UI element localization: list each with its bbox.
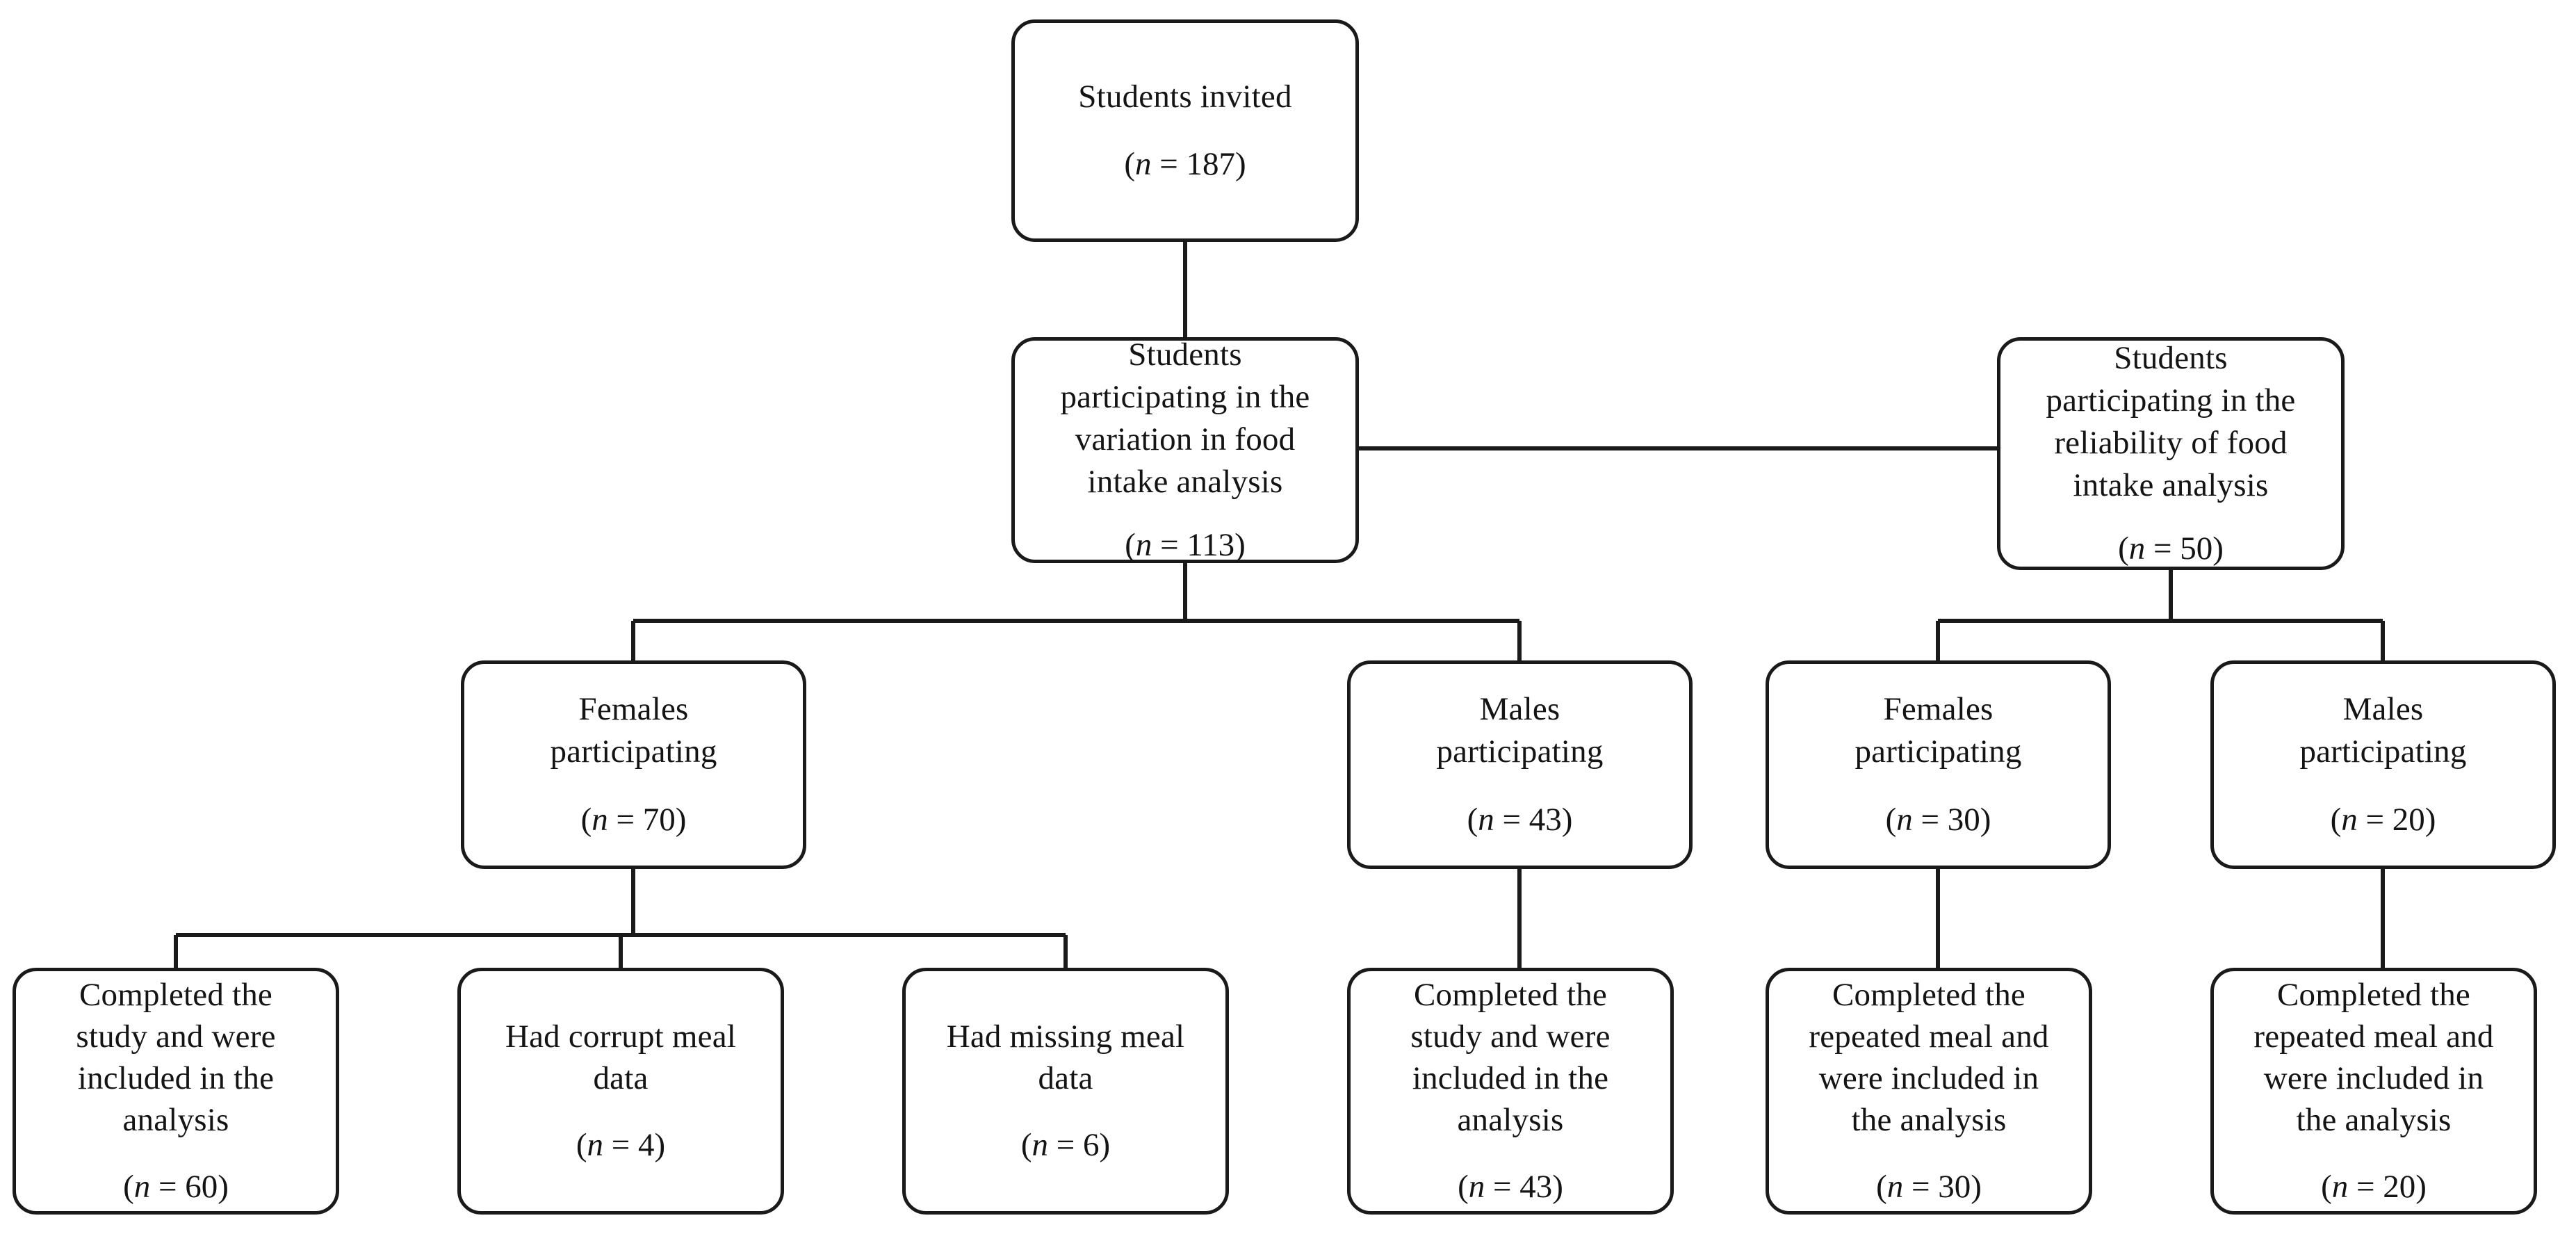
node-label: Completed the repeated meal and were inc… [1809, 976, 2049, 1139]
node-count: (n = 187) [1124, 146, 1246, 182]
node-variation-females-completed[interactable]: Completed the study and were included in… [13, 968, 339, 1215]
node-count: (n = 50) [2118, 530, 2224, 567]
node-variation-analysis[interactable]: Students participating in the variation … [1011, 336, 1359, 563]
node-label: Students participating in the reliabilit… [2046, 339, 2296, 504]
node-count: (n = 70) [580, 801, 687, 838]
node-count: (n = 6) [1020, 1127, 1111, 1164]
node-label: Completed the repeated meal and were inc… [2253, 976, 2494, 1139]
node-reliability-females[interactable]: Females participating (n = 30) [1766, 660, 2111, 869]
node-count: (n = 60) [123, 1169, 229, 1205]
node-count: (n = 43) [1458, 1169, 1563, 1205]
node-label: Completed the study and were included in… [76, 976, 276, 1139]
node-label: Males participating [1436, 691, 1604, 770]
node-reliability-females-completed[interactable]: Completed the repeated meal and were inc… [1766, 968, 2092, 1215]
node-count: (n = 43) [1467, 801, 1573, 838]
node-count: (n = 20) [2321, 1169, 2427, 1205]
node-label: Had corrupt meal data [505, 1018, 737, 1096]
node-count: (n = 30) [1885, 801, 1991, 838]
node-students-invited[interactable]: Students invited (n = 187) [1011, 19, 1359, 242]
node-corrupt-meal-data[interactable]: Had corrupt meal data (n = 4) [457, 968, 784, 1215]
node-missing-meal-data[interactable]: Had missing meal data (n = 6) [902, 968, 1229, 1215]
node-reliability-analysis[interactable]: Students participating in the reliabilit… [1997, 337, 2345, 570]
node-reliability-males-completed[interactable]: Completed the repeated meal and were inc… [2210, 968, 2537, 1215]
node-label: Females participating [550, 691, 717, 770]
node-label: Students invited [1078, 78, 1292, 115]
node-count: (n = 30) [1876, 1169, 1982, 1205]
node-label: Students participating in the variation … [1060, 336, 1310, 501]
node-count: (n = 20) [2330, 801, 2436, 838]
node-label: Males participating [2299, 691, 2467, 770]
node-variation-females[interactable]: Females participating (n = 70) [461, 660, 806, 869]
node-label: Had missing meal data [946, 1018, 1185, 1096]
node-reliability-males[interactable]: Males participating (n = 20) [2210, 660, 2556, 869]
node-count: (n = 4) [576, 1127, 666, 1164]
node-label: Females participating [1854, 691, 2022, 770]
node-variation-males-completed[interactable]: Completed the study and were included in… [1347, 968, 1674, 1215]
node-label: Completed the study and were included in… [1410, 976, 1611, 1139]
node-count: (n = 113) [1125, 527, 1246, 564]
node-variation-males[interactable]: Males participating (n = 43) [1347, 660, 1693, 869]
